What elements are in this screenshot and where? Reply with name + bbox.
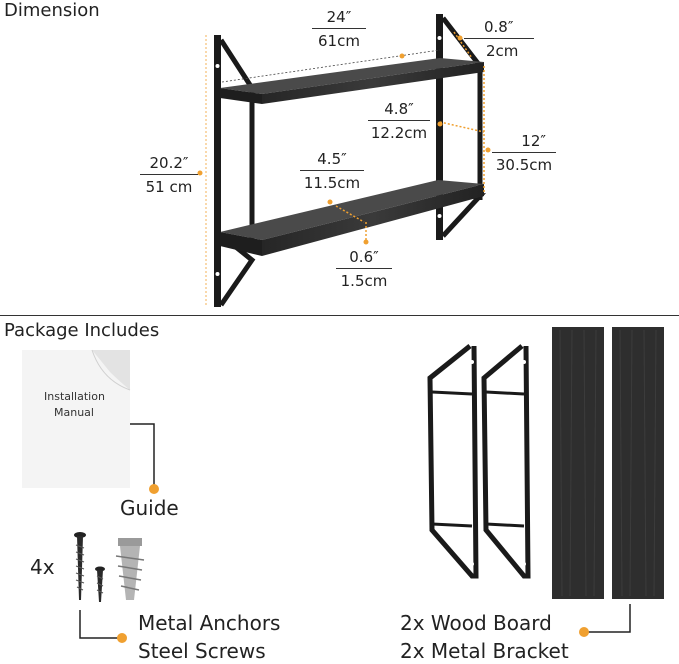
- section-divider: [0, 315, 679, 316]
- hardware-label-anchors: Metal Anchors: [138, 611, 281, 635]
- bottom-depth-measure: 4.5″ 11.5cm: [300, 150, 364, 192]
- metal-bracket-icon-2: [481, 344, 531, 579]
- bottom-shelf: [220, 180, 484, 256]
- wood-board-icon: [552, 327, 604, 599]
- width-measure: 24″ 61cm: [312, 8, 366, 50]
- thickness-measure: 0.8″ 2cm: [464, 18, 534, 60]
- parts-label-brackets: 2x Metal Bracket: [400, 639, 569, 663]
- board-measure: 0.6″ 1.5cm: [336, 248, 392, 290]
- height-measure: 20.2″ 51 cm: [140, 154, 198, 196]
- wood-board-icon-2: [612, 327, 664, 599]
- top-depth-measure: 4.8″ 12.2cm: [368, 100, 430, 142]
- hardware-label-screws: Steel Screws: [138, 639, 266, 663]
- manual-text-line1: Installation: [44, 390, 105, 403]
- guide-label: Guide: [120, 496, 179, 520]
- short-screw-icon: [95, 566, 105, 602]
- anchor-icon: [115, 538, 145, 600]
- dimension-title: Dimension: [4, 0, 100, 21]
- spacing-measure: 12″ 30.5cm: [492, 132, 556, 174]
- hardware-qty: 4x: [30, 555, 55, 579]
- top-shelf: [220, 58, 484, 104]
- screw-icon: [74, 532, 86, 600]
- manual-text-line2: Manual: [54, 406, 94, 419]
- parts-label-boards: 2x Wood Board: [400, 611, 552, 635]
- package-title: Package Includes: [4, 320, 160, 341]
- metal-bracket-icon: [427, 344, 479, 579]
- installation-manual: Installation Manual: [22, 349, 131, 488]
